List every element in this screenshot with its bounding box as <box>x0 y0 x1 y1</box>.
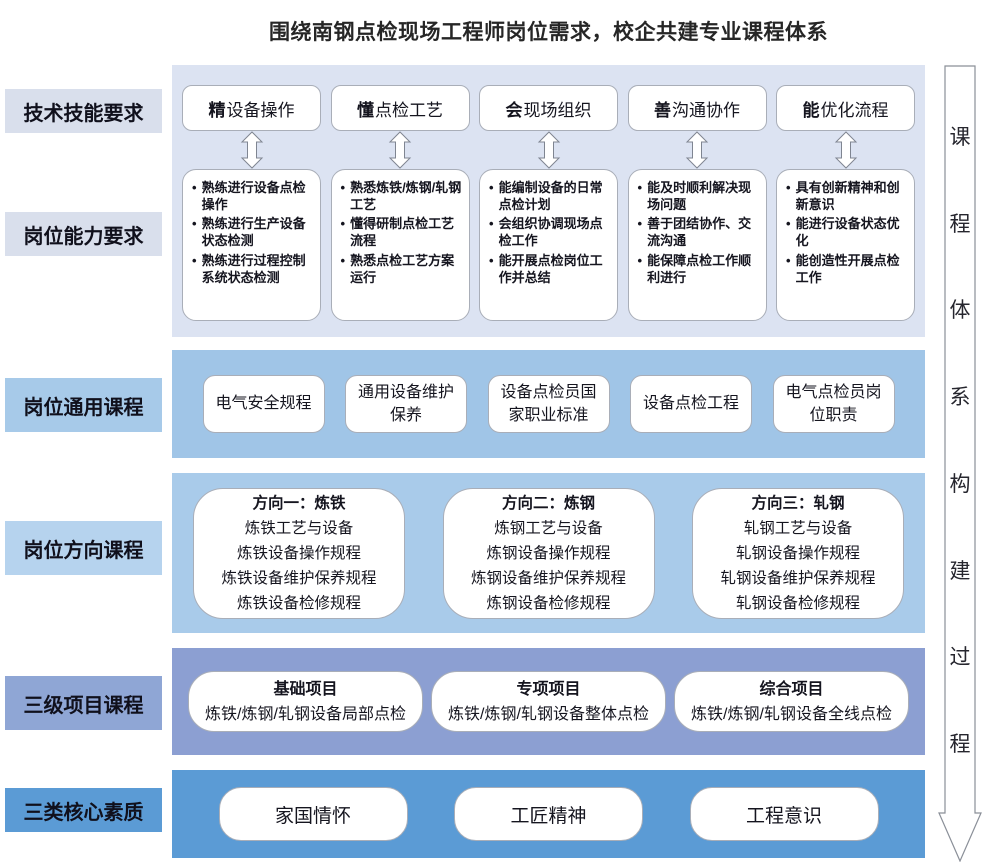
side-label-direction-courses: 岗位方向课程 <box>5 521 162 575</box>
side-label-general-courses: 岗位通用课程 <box>5 378 162 432</box>
course-box-post-duty: 电气点检员岗位职责 <box>772 374 895 434</box>
project-box-special: 专项项目 炼铁/炼钢/轧钢设备整体点检 <box>431 671 666 732</box>
quality-box-engineering-awareness: 工程意识 <box>689 787 879 841</box>
direction-line: 轧钢设备检修规程 <box>735 594 860 612</box>
ability-box-innovation: 具有创新精神和创新意识 能进行设备状态优化 能创造性开展点检工作 <box>776 169 915 321</box>
band-core-qualities: 家国情怀 工匠精神 工程意识 <box>172 770 925 858</box>
down-arrow-icon <box>938 65 982 862</box>
direction-box-steelmaking: 方向二：炼钢 炼钢工艺与设备 炼钢设备操作规程 炼钢设备维护保养规程 炼钢设备检… <box>442 487 655 619</box>
list-item: 能保障点检工作顺利进行 <box>633 252 761 286</box>
project-line: 炼铁/炼钢/轧钢设备全线点检 <box>691 705 892 723</box>
band-project-courses: 基础项目 炼铁/炼钢/轧钢设备局部点检 专项项目 炼铁/炼钢/轧钢设备整体点检 … <box>172 648 925 755</box>
skill-box-site-organization: 会现场组织 <box>479 85 618 131</box>
direction-line: 炼铁工艺与设备 <box>244 519 354 537</box>
project-box-basic: 基础项目 炼铁/炼钢/轧钢设备局部点检 <box>188 671 423 732</box>
project-box-comprehensive: 综合项目 炼铁/炼钢/轧钢设备全线点检 <box>674 671 909 732</box>
direction-line: 轧钢设备维护保养规程 <box>720 569 876 587</box>
ability-box-inspection-craft: 熟悉炼铁/炼钢/轧钢工艺 懂得研制点检工艺流程 熟悉点检工艺方案运行 <box>330 169 470 321</box>
project-heading: 综合项目 <box>759 680 824 698</box>
list-item: 熟练进行生产设备状态检测 <box>187 215 315 249</box>
course-box-equipment-maintenance: 通用设备维护保养 <box>345 374 467 434</box>
side-label-tech-skill-requirements: 技术技能要求 <box>5 89 162 133</box>
direction-line: 炼钢设备检修规程 <box>486 594 611 612</box>
list-item: 能进行设备状态优化 <box>781 215 909 249</box>
side-label-core-qualities: 三类核心素质 <box>5 788 162 832</box>
list-item: 熟练进行过程控制系统状态检测 <box>187 252 315 286</box>
list-item: 能创造性开展点检工作 <box>781 252 909 286</box>
list-item: 能开展点检岗位工作并总结 <box>484 252 612 286</box>
process-arrow-label: 课 程 体 系 构 建 过 程 <box>949 126 971 756</box>
double-arrow-icon <box>537 131 560 169</box>
direction-line: 炼钢工艺与设备 <box>494 519 603 537</box>
skill-box-process-optimization: 能优化流程 <box>776 85 915 131</box>
course-box-inspection-engineering: 设备点检工程 <box>630 375 752 433</box>
list-item: 懂得研制点检工艺流程 <box>336 215 464 249</box>
list-item: 熟悉炼铁/炼钢/轧钢工艺 <box>336 179 464 213</box>
quality-box-craftsmanship: 工匠精神 <box>454 787 643 841</box>
quality-box-patriotism: 家国情怀 <box>218 787 408 841</box>
list-item: 能编制设备的日常点检计划 <box>484 179 612 213</box>
course-box-electrical-safety: 电气安全规程 <box>202 375 325 433</box>
skill-box-communication: 善沟通协作 <box>627 85 767 131</box>
direction-heading: 方向一：炼铁 <box>252 494 346 512</box>
ability-box-communication: 能及时顺利解决现场问题 善于团结协作、交流沟通 能保障点检工作顺利进行 <box>627 169 767 321</box>
ability-box-equipment-operation: 熟练进行设备点检操作 熟练进行生产设备状态检测 熟练进行过程控制系统状态检测 <box>182 169 321 321</box>
direction-line: 轧钢设备操作规程 <box>735 544 860 562</box>
project-heading: 专项项目 <box>516 680 581 698</box>
skill-box-inspection-craft: 懂点检工艺 <box>330 85 470 131</box>
arrows-row <box>182 131 915 169</box>
direction-line: 炼铁设备维护保养规程 <box>221 569 377 587</box>
list-item: 熟悉点检工艺方案运行 <box>336 252 464 286</box>
direction-line: 炼铁设备检修规程 <box>236 594 361 612</box>
double-arrow-icon <box>685 131 709 169</box>
double-arrow-icon <box>240 131 263 169</box>
side-label-post-ability-requirements: 岗位能力要求 <box>5 212 162 256</box>
page-title: 围绕南钢点检现场工程师岗位需求，校企共建专业课程体系 <box>269 21 828 44</box>
side-label-project-courses: 三级项目课程 <box>5 676 162 730</box>
ability-box-site-organization: 能编制设备的日常点检计划 会组织协调现场点检工作 能开展点检岗位工作并总结 <box>479 169 618 321</box>
project-line: 炼铁/炼钢/轧钢设备局部点检 <box>205 705 406 723</box>
list-item: 能及时顺利解决现场问题 <box>633 179 761 213</box>
course-box-national-standard: 设备点检员国家职业标准 <box>487 374 610 434</box>
direction-heading: 方向三：轧钢 <box>751 494 845 512</box>
list-item: 熟练进行设备点检操作 <box>187 179 315 213</box>
band-direction-courses: 方向一：炼铁 炼铁工艺与设备 炼铁设备操作规程 炼铁设备维护保养规程 炼铁设备检… <box>172 473 925 633</box>
list-item: 具有创新精神和创新意识 <box>781 179 909 213</box>
direction-heading: 方向二：炼钢 <box>501 494 595 512</box>
list-item: 会组织协调现场点检工作 <box>484 215 612 249</box>
direction-line: 炼钢设备维护保养规程 <box>470 569 626 587</box>
double-arrow-icon <box>834 131 857 169</box>
direction-box-rolling: 方向三：轧钢 轧钢工艺与设备 轧钢设备操作规程 轧钢设备维护保养规程 轧钢设备检… <box>692 487 904 619</box>
skill-box-equipment-operation: 精设备操作 <box>182 85 321 131</box>
project-heading: 基础项目 <box>273 680 338 698</box>
list-item: 善于团结协作、交流沟通 <box>633 215 761 249</box>
direction-box-ironmaking: 方向一：炼铁 炼铁工艺与设备 炼铁设备操作规程 炼铁设备维护保养规程 炼铁设备检… <box>193 487 405 619</box>
direction-line: 炼铁设备操作规程 <box>236 544 361 562</box>
skills-row: 精设备操作 懂点检工艺 会现场组织 善沟通协作 能优化流程 <box>182 85 915 131</box>
abilities-row: 熟练进行设备点检操作 熟练进行生产设备状态检测 熟练进行过程控制系统状态检测 熟… <box>182 169 915 321</box>
project-line: 炼铁/炼钢/轧钢设备整体点检 <box>448 705 649 723</box>
process-arrow: 课 程 体 系 构 建 过 程 <box>938 65 982 862</box>
band-general-courses: 电气安全规程 通用设备维护保养 设备点检员国家职业标准 设备点检工程 电气点检员… <box>172 350 925 458</box>
double-arrow-icon <box>388 131 412 169</box>
direction-line: 轧钢工艺与设备 <box>743 519 853 537</box>
direction-line: 炼钢设备操作规程 <box>486 544 611 562</box>
